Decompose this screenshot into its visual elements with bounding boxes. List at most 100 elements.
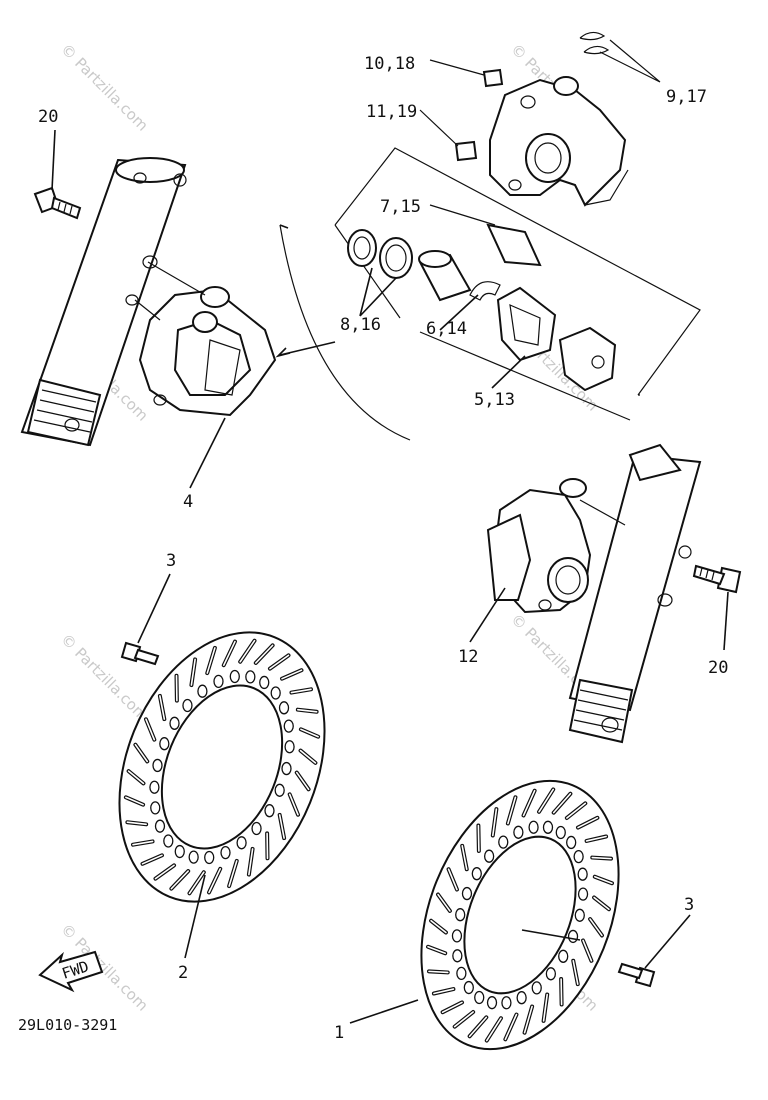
disc-hole [531, 981, 542, 995]
bleed-cap [419, 109, 478, 162]
cooling-slot-fill [433, 988, 455, 995]
cooling-slot-fill [295, 771, 310, 791]
cooling-slot-fill [134, 743, 149, 763]
disc-hole [461, 886, 473, 901]
brake-pad-outer [558, 326, 617, 392]
cooling-slot-fill [278, 814, 285, 839]
disc-hole [463, 980, 474, 995]
cooling-slot-fill [577, 816, 599, 829]
piston-seals [347, 229, 413, 279]
cooling-slot-fill [593, 896, 610, 911]
disc-hole [474, 990, 485, 1005]
right-caliper-assembly [486, 478, 626, 614]
disc-hole [456, 966, 467, 981]
cooling-slot-fill [522, 789, 536, 817]
callout-20-right: 20 [708, 658, 728, 678]
callout-2: 2 [178, 963, 188, 983]
callout-20: 20 [38, 107, 58, 127]
disc-hole [451, 929, 463, 943]
cooling-slot-fill [228, 860, 238, 887]
callout-7-15: 7,15 [380, 197, 421, 217]
fwd-arrow-icon: FWD [38, 950, 104, 993]
cooling-slot-fill [269, 654, 290, 670]
cooling-slot-fill [145, 718, 156, 741]
cooling-slot-fill [255, 644, 274, 664]
cooling-slot-fill [170, 870, 189, 890]
mounting-bolt-left [33, 186, 82, 220]
piston [418, 250, 472, 302]
cooling-slot-fill [591, 856, 612, 860]
brake-disc-left [118, 631, 326, 903]
cooling-slot-fill [222, 640, 236, 667]
cooling-slot-fill [159, 695, 166, 720]
cooling-slot-fill [300, 728, 319, 738]
disc-hole [220, 846, 231, 860]
disc-hole [545, 967, 557, 981]
cooling-slot-fill [582, 939, 593, 962]
disc-hole [567, 929, 579, 944]
cooling-slot-fill [127, 770, 145, 785]
disc-hole [213, 674, 224, 688]
cooling-slot-fill [468, 1016, 488, 1038]
cooling-slot-fill [552, 792, 572, 814]
left-caliper-assembly [134, 261, 277, 417]
cooling-slot-fill [538, 788, 555, 813]
disc-bolt-lower [617, 962, 656, 988]
cooling-slot-fill [523, 1005, 533, 1034]
cooling-slot-fill [299, 749, 317, 764]
disc-hole [259, 675, 270, 690]
disc-hole [513, 825, 524, 839]
cooling-slot-fill [288, 793, 299, 816]
cooling-slot-fill [428, 970, 449, 974]
disc-hole [577, 887, 589, 901]
watermark: © Partzilla.com [57, 630, 152, 725]
disc-hole [452, 949, 463, 963]
disc-hole [558, 949, 569, 963]
cooling-slot-fill [585, 835, 607, 842]
callout-3-upper: 3 [166, 551, 176, 571]
cooling-slot-fill [589, 918, 603, 937]
brake-pad-inner [496, 286, 557, 362]
disc-hole [149, 780, 160, 794]
disc-hole [174, 844, 185, 859]
shim-clip [469, 281, 501, 301]
cooling-slot-fill [447, 868, 458, 891]
left-fork-tube [20, 157, 187, 447]
brake-disc-right [420, 779, 620, 1051]
cooling-slot-fill [437, 893, 451, 912]
cooling-slot-fill [281, 669, 303, 680]
cooling-slot-fill [239, 639, 256, 663]
cooling-slot-fill [206, 647, 216, 674]
disc-hole [574, 908, 585, 922]
callout-labels: 10,18 9,17 11,19 20 7,15 8,16 6,14 5,13 … [18, 54, 728, 1043]
watermark: © Partzilla.com [57, 40, 152, 135]
cooling-slot-fill [504, 1013, 518, 1041]
pad-pins [579, 31, 661, 83]
callout-9-17: 9,17 [666, 87, 707, 107]
disc-bolt-upper [120, 641, 160, 666]
callout-1: 1 [334, 1023, 344, 1043]
callout-10-18: 10,18 [364, 54, 415, 74]
cooling-slot-fill [297, 708, 318, 713]
cooling-slot-fill [125, 796, 144, 806]
disc-hole [229, 669, 240, 684]
disc-hole [163, 834, 174, 848]
cooling-slot-fill [566, 802, 587, 819]
disc-hole [283, 719, 294, 733]
disc-hole [274, 783, 285, 797]
disc-hole [251, 821, 262, 836]
leader-lines [51, 129, 729, 1024]
cooling-slot-fill [141, 854, 163, 865]
disc-hole [154, 819, 166, 833]
bleed-screw [429, 59, 504, 88]
callout-12: 12 [458, 647, 478, 667]
cooling-slot-fill [290, 688, 312, 694]
drawing-code: 29L010-3291 [18, 1016, 117, 1034]
disc-hole [483, 849, 495, 863]
cooling-slot-fill [188, 871, 205, 895]
mounting-bolt-right [692, 564, 742, 594]
disc-hole [204, 850, 215, 865]
disc-hole [555, 825, 566, 840]
cooling-slot-fill [132, 840, 154, 846]
callout-11-19: 11,19 [366, 102, 417, 122]
